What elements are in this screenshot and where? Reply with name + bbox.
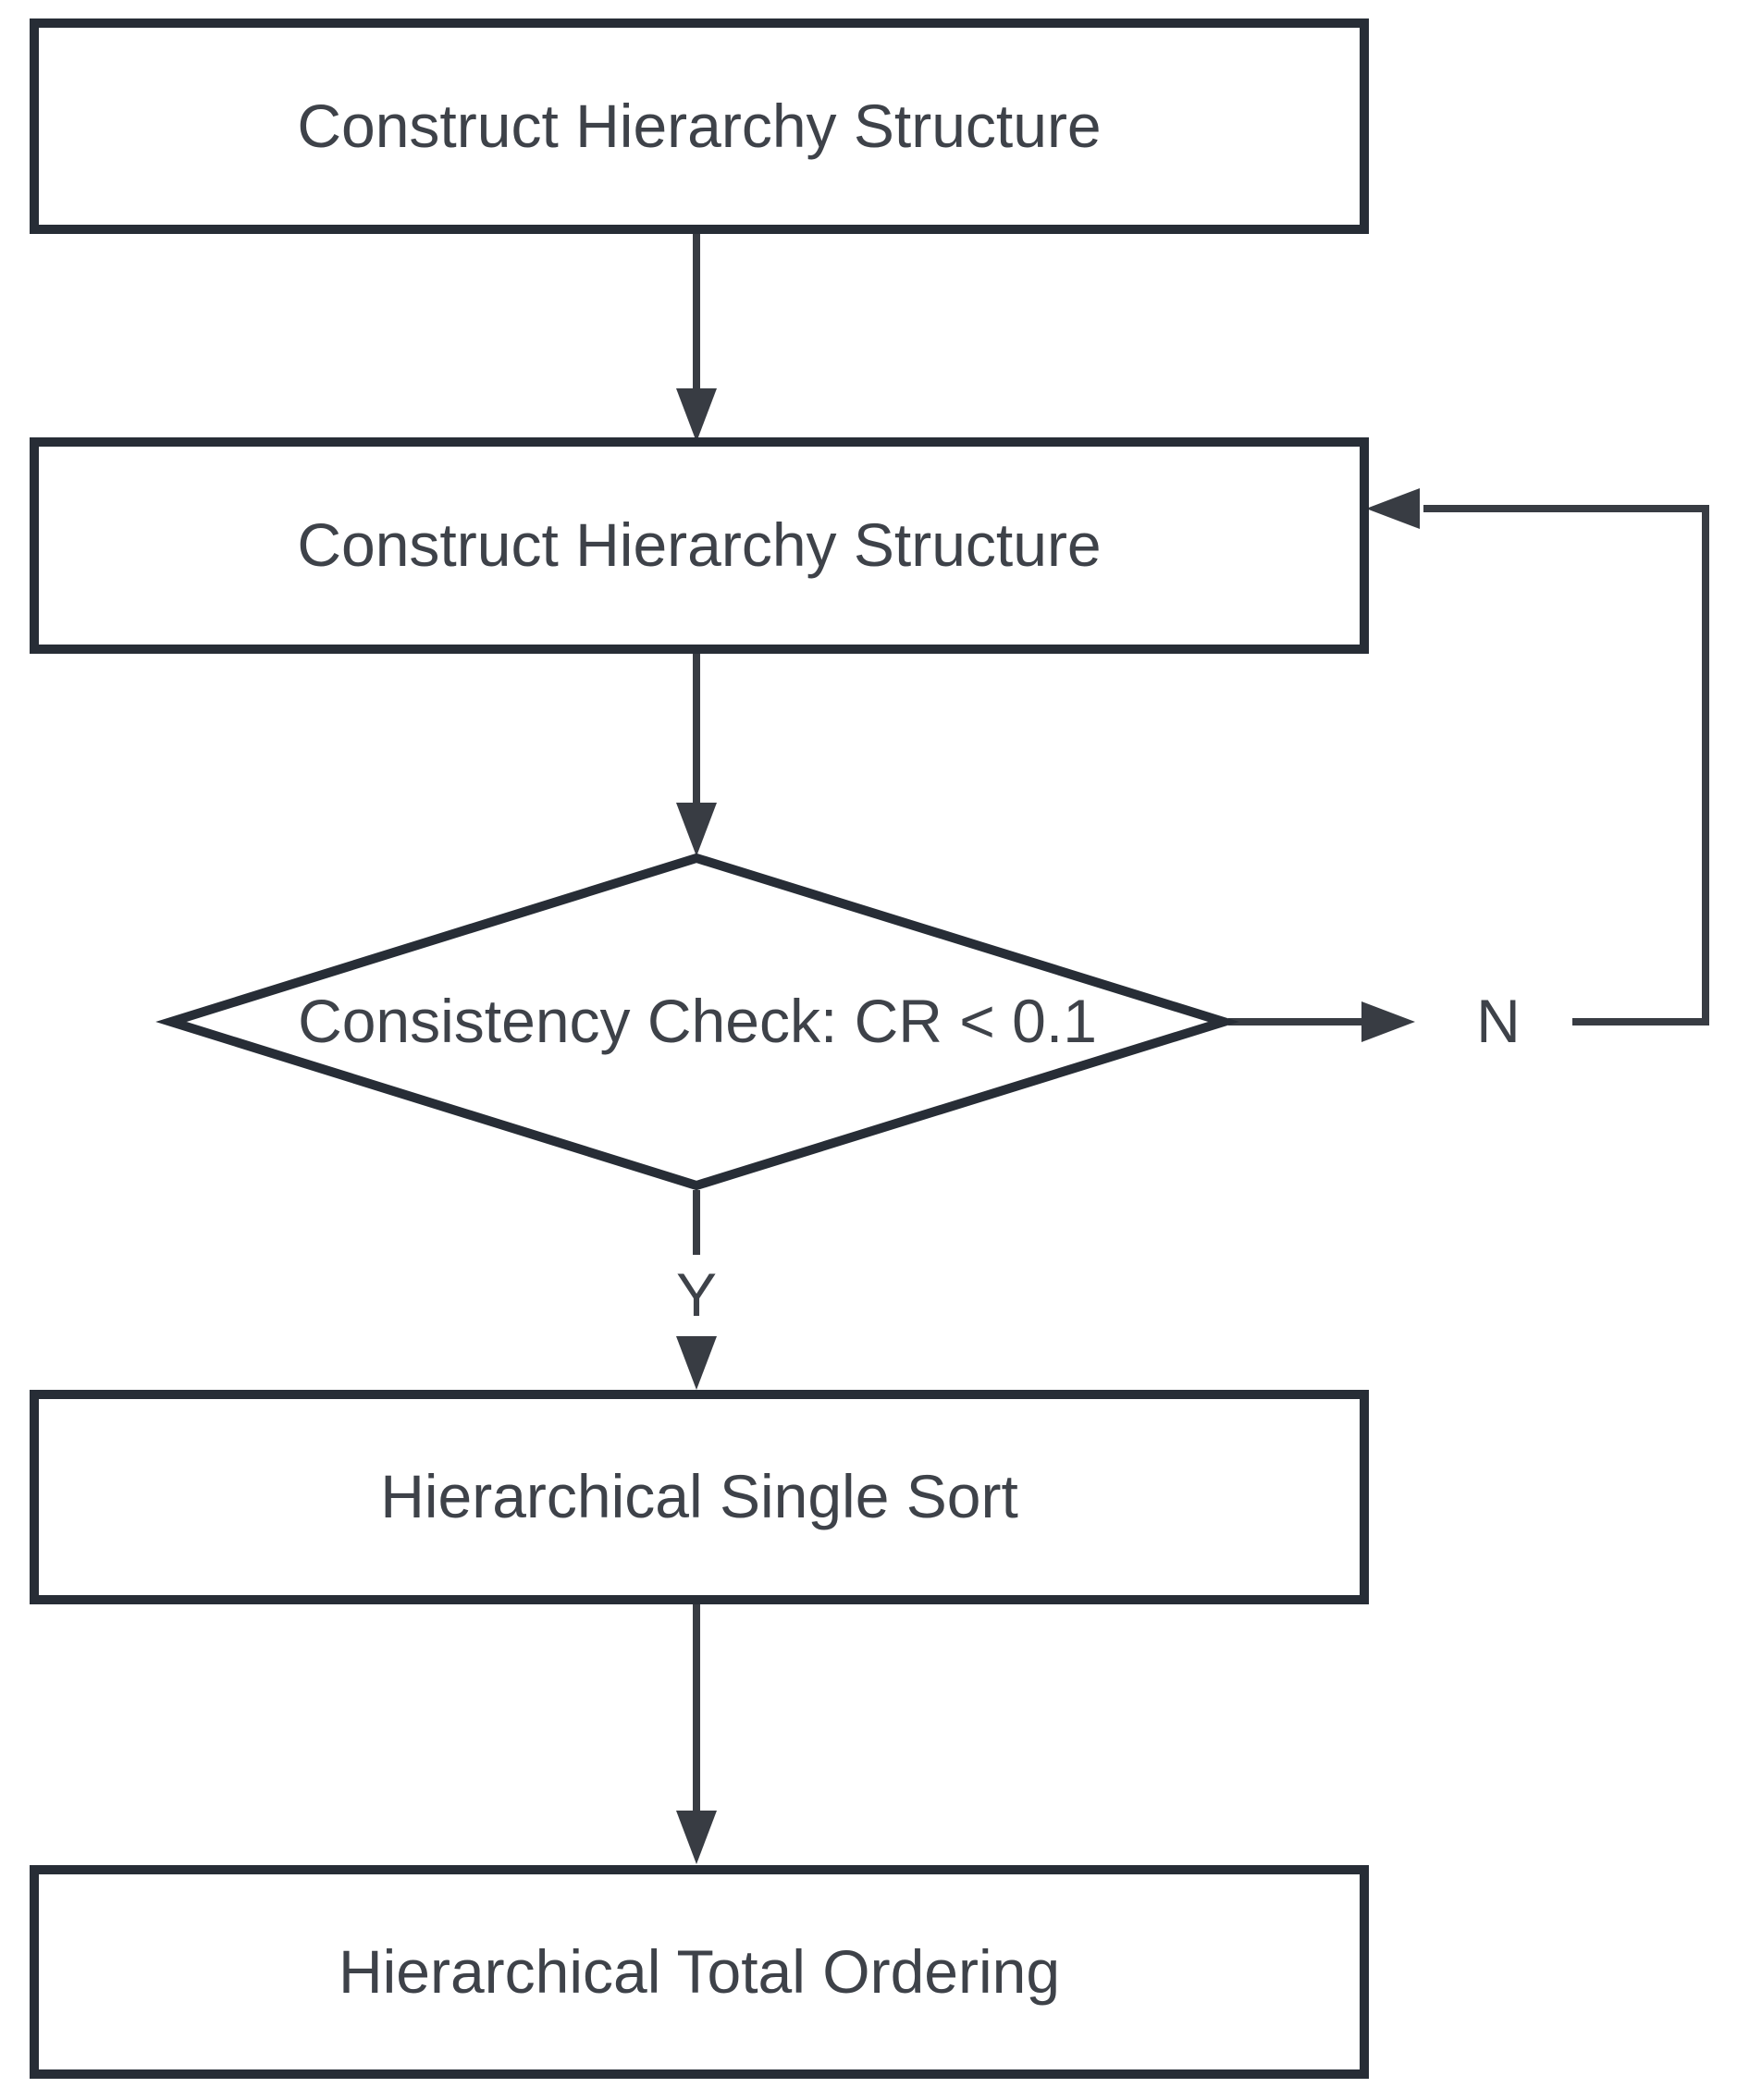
node-construct-hierarchy-structure-2: Construct Hierarchy Structure <box>30 437 1369 654</box>
arrow-start-to-construct <box>676 233 717 442</box>
node-label: Consistency Check: CR < 0.1 <box>298 987 1097 1056</box>
node-construct-hierarchy-structure-1: Construct Hierarchy Structure <box>30 18 1369 234</box>
node-label: Hierarchical Single Sort <box>380 1462 1018 1531</box>
node-label: Construct Hierarchy Structure <box>297 91 1102 160</box>
branch-label-yes: Y <box>675 1260 718 1330</box>
node-label: Hierarchical Total Ordering <box>338 1936 1061 2006</box>
arrow-single-sort-to-total-ordering <box>676 1604 717 1864</box>
decision-diamond-shape <box>155 853 1239 1191</box>
arrow-construct-to-check <box>676 653 717 856</box>
node-hierarchical-total-ordering: Hierarchical Total Ordering <box>30 1865 1369 2079</box>
node-consistency-check: Consistency Check: CR < 0.1 <box>171 858 1224 1185</box>
arrow-check-no-feedback <box>1228 488 1709 1042</box>
branch-label-no: N <box>1476 987 1521 1056</box>
node-hierarchical-single-sort: Hierarchical Single Sort <box>30 1390 1369 1604</box>
arrow-check-yes-to-single-sort <box>676 1190 717 1390</box>
node-label: Construct Hierarchy Structure <box>297 510 1102 580</box>
